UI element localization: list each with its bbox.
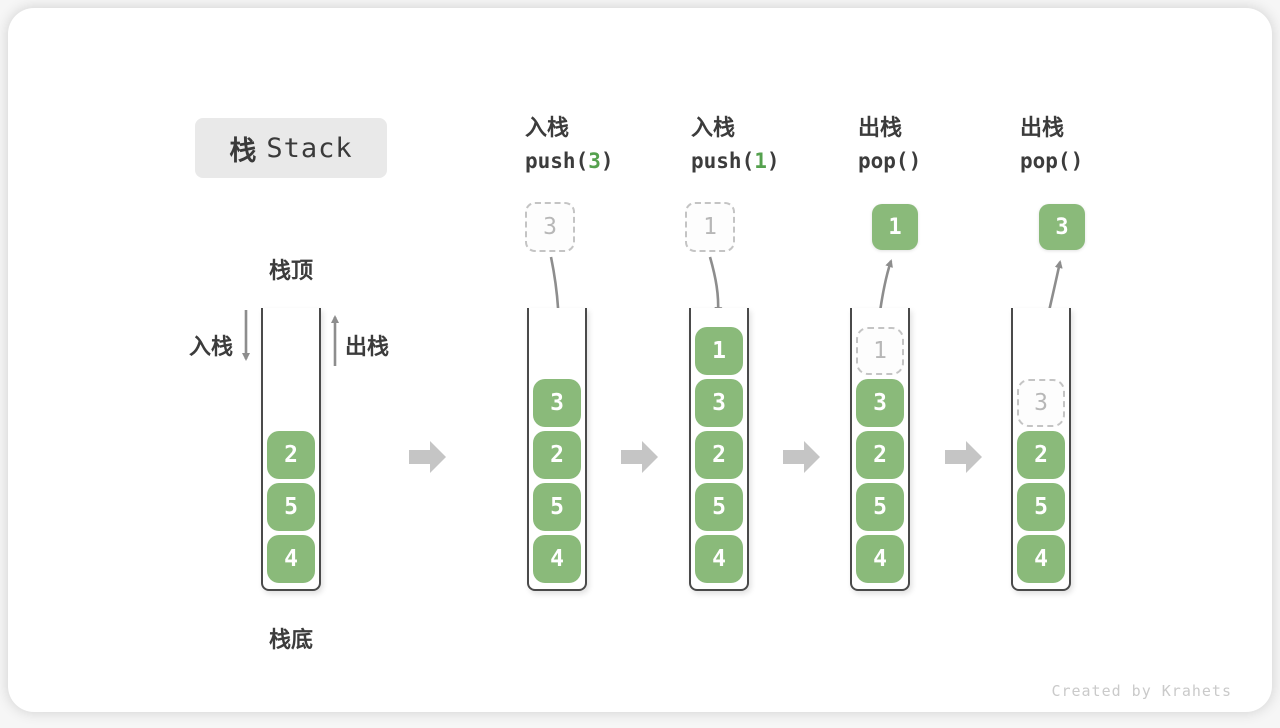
stack-item: 3 [856, 379, 904, 427]
step-label: 入栈 [691, 115, 736, 140]
step-label: 出栈 [858, 115, 903, 140]
stack-item: 4 [695, 535, 743, 583]
stack-item: 1 [695, 327, 743, 375]
diagram-card: 栈 Stack 栈顶 栈底 入栈 出栈 入栈 push(3) 入栈 push(1… [8, 8, 1272, 712]
label-stack-top: 栈顶 [268, 258, 313, 283]
stack-item: 2 [856, 431, 904, 479]
step-code: push(1) [691, 149, 780, 173]
floating-value-solid: 3 [1039, 204, 1085, 250]
label-pop-side: 出栈 [344, 334, 389, 359]
stack-item-ghost: 3 [1017, 379, 1065, 427]
step-code: push(3) [525, 149, 614, 173]
stack-item: 5 [856, 483, 904, 531]
stack-item: 4 [533, 535, 581, 583]
step-code: pop() [858, 149, 922, 173]
label-stack-bottom: 栈底 [268, 627, 313, 652]
stack-item: 4 [1017, 535, 1065, 583]
step-header-pop1: 出栈 pop() [858, 112, 1008, 178]
title-zh: 栈 [229, 135, 257, 166]
step-transition-arrow-icon [783, 439, 821, 475]
credit-text: Created by Krahets [1051, 682, 1232, 700]
step-header-push1: 入栈 push(1) [691, 112, 841, 178]
step-header-pop3: 出栈 pop() [1020, 112, 1170, 178]
step-transition-arrow-icon [621, 439, 659, 475]
title-en: Stack [266, 132, 353, 164]
step-code: pop() [1020, 149, 1084, 173]
stack-item: 2 [1017, 431, 1065, 479]
label-push-side: 入栈 [188, 334, 233, 359]
step-transition-arrow-icon [409, 439, 447, 475]
stack-item: 5 [695, 483, 743, 531]
stack-item: 5 [533, 483, 581, 531]
stack-item: 2 [533, 431, 581, 479]
stack-item: 4 [267, 535, 315, 583]
step-label: 出栈 [1020, 115, 1065, 140]
floating-value-solid: 1 [872, 204, 918, 250]
step-transition-arrow-icon [945, 439, 983, 475]
title-badge: 栈 Stack [195, 118, 387, 178]
step-header-push3: 入栈 push(3) [525, 112, 675, 178]
stack-item: 4 [856, 535, 904, 583]
floating-value-dashed: 1 [685, 202, 735, 252]
stack-item: 5 [1017, 483, 1065, 531]
floating-value-dashed: 3 [525, 202, 575, 252]
stack-item: 3 [695, 379, 743, 427]
step-label: 入栈 [525, 115, 570, 140]
stack-item: 2 [695, 431, 743, 479]
stack-item: 2 [267, 431, 315, 479]
stack-item-ghost: 1 [856, 327, 904, 375]
stack-item: 5 [267, 483, 315, 531]
stack-item: 3 [533, 379, 581, 427]
push1-arrow [708, 256, 723, 315]
